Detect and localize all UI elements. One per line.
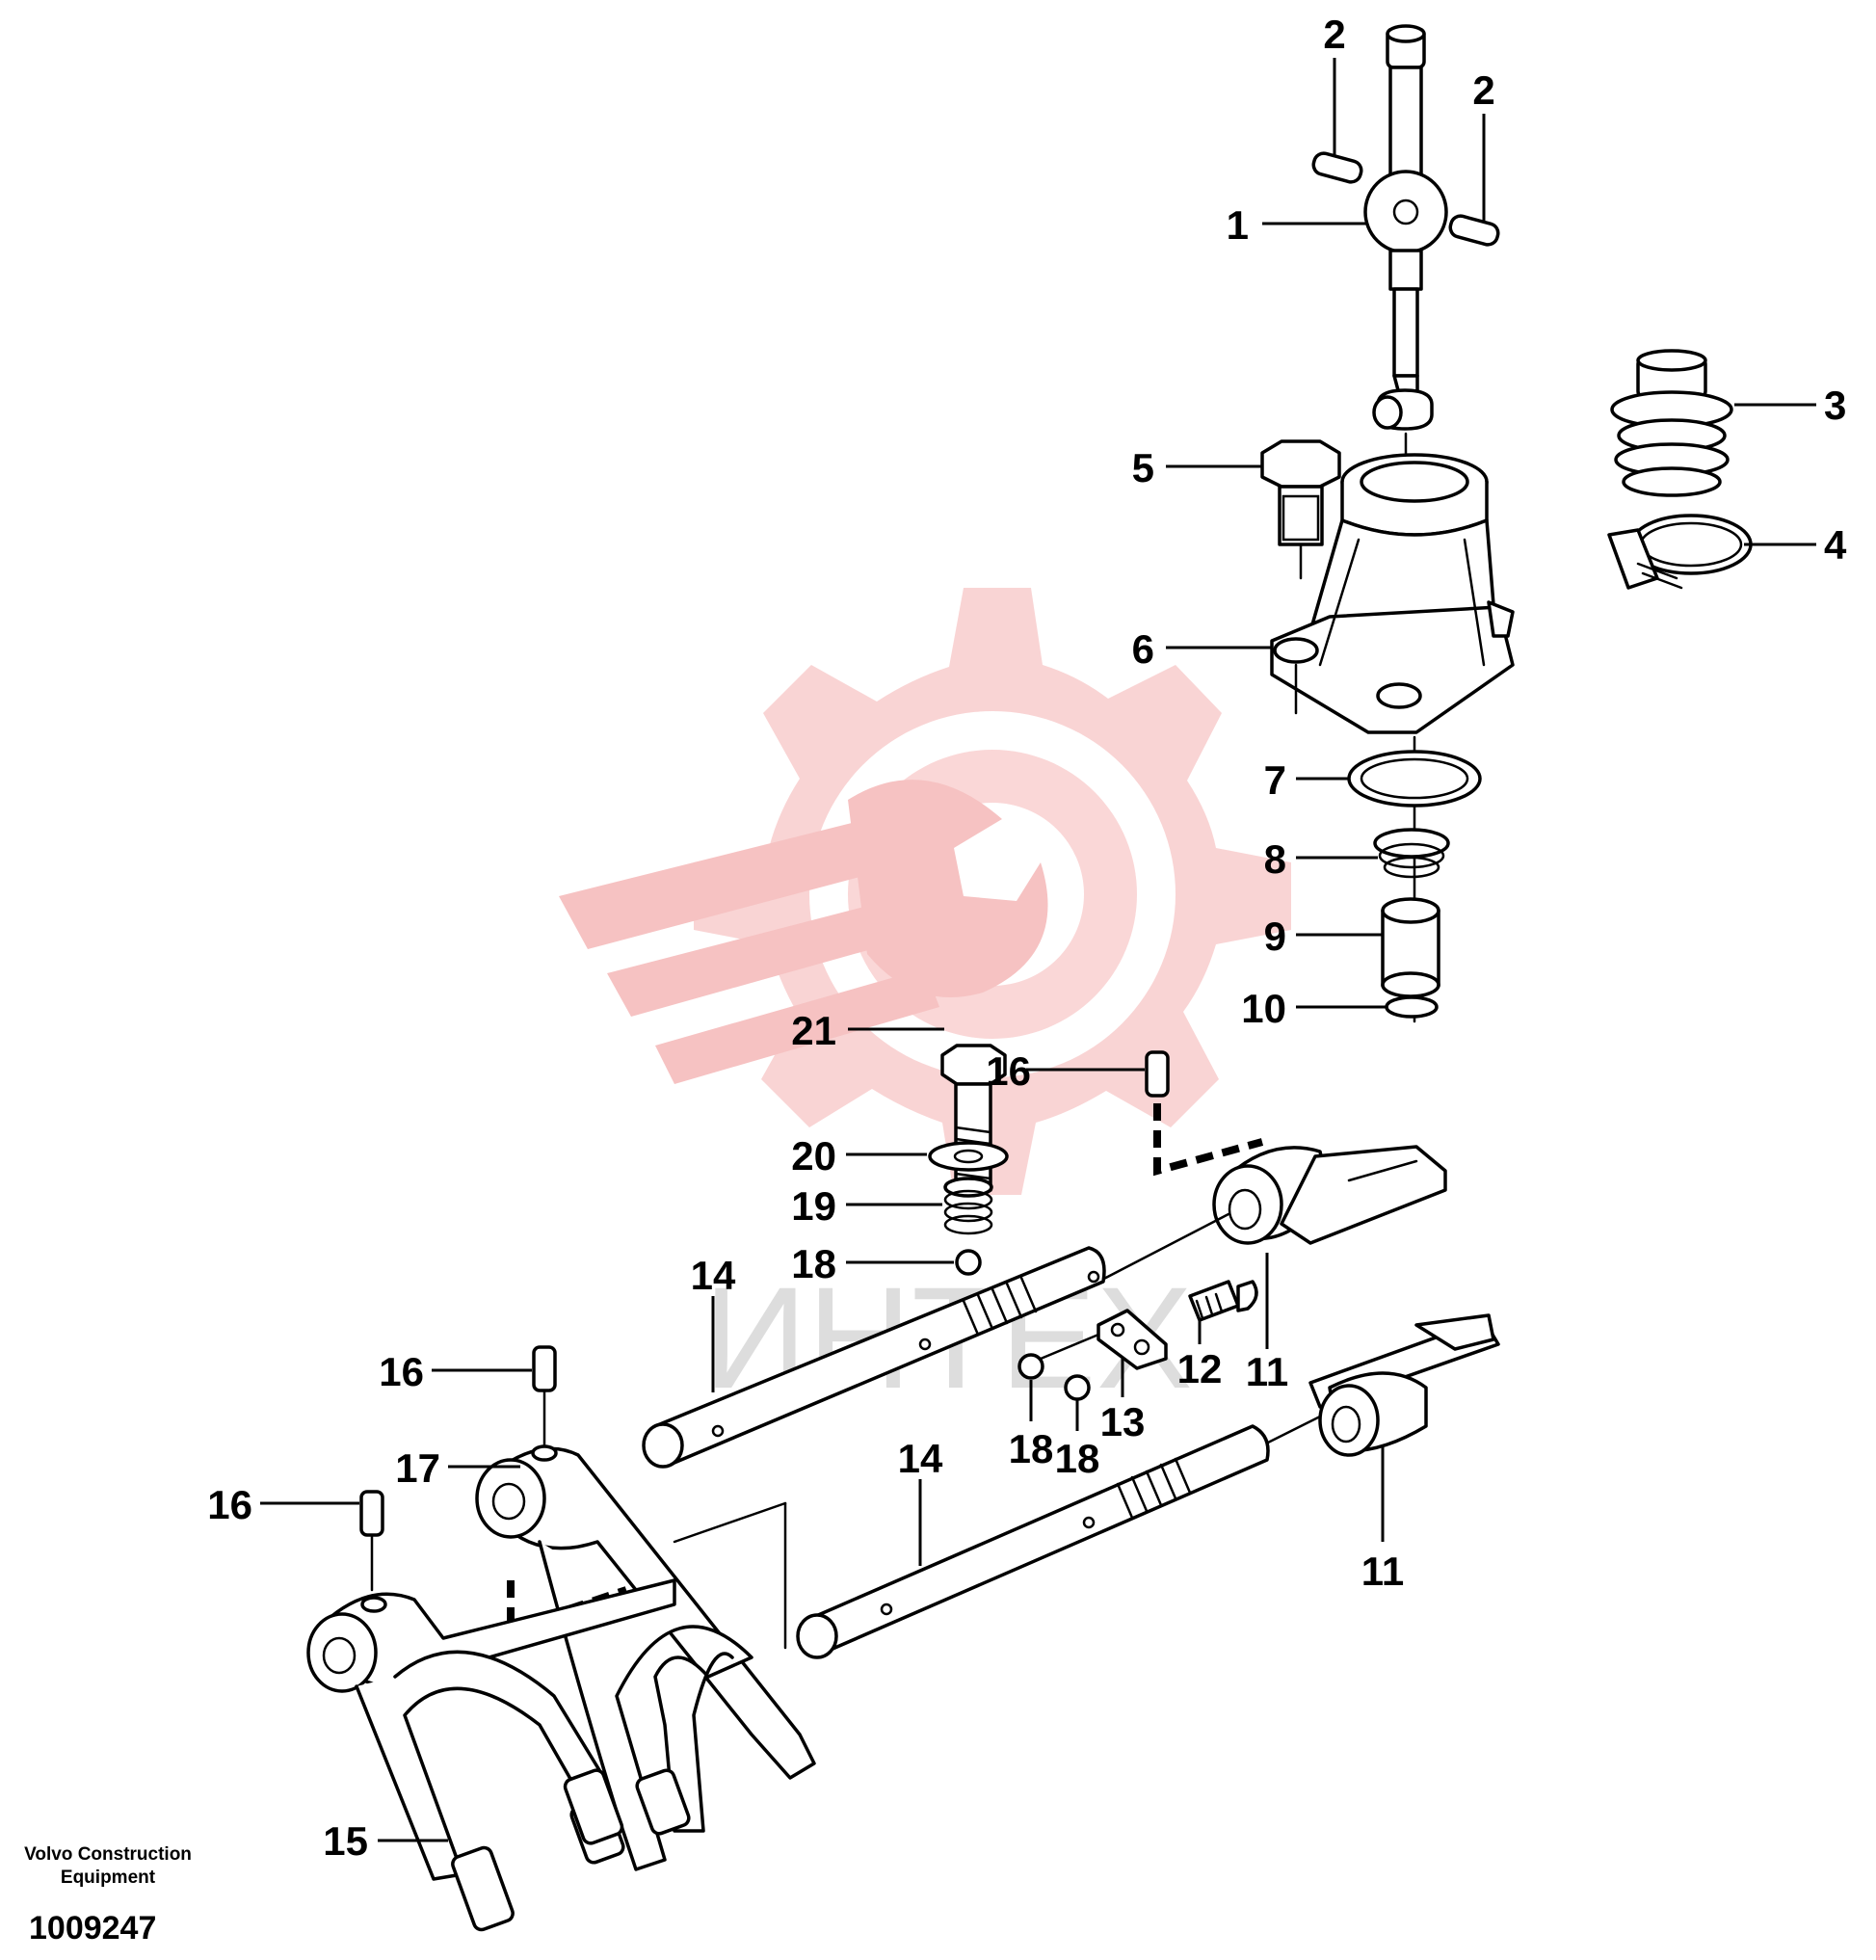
bolt-part-5: [1260, 439, 1341, 546]
assembly-line-fork-top: [1097, 1212, 1230, 1284]
ball-part-18-middle: [1017, 1353, 1044, 1380]
callout-5: 5: [1132, 445, 1154, 490]
lever-pin-part-2-right: [1448, 214, 1500, 247]
rubber-boot-part-3: [1610, 349, 1733, 497]
spring-part-19: [943, 1177, 993, 1235]
callout-18-top: 18: [791, 1241, 836, 1286]
ball-part-18-right: [1064, 1374, 1091, 1401]
shift-tower-housing-part-6: [1270, 453, 1515, 734]
shift-fork-part-11-bottom: [1308, 1313, 1500, 1457]
callout-18-middle: 18: [1009, 1426, 1054, 1471]
bolt-part-21: [940, 1044, 1007, 1192]
drawing-number: 1009247: [29, 1910, 156, 1947]
callout-13: 13: [1100, 1399, 1146, 1444]
lever-pin-part-2-left: [1311, 151, 1363, 184]
assembly-line-fork-bottom: [1260, 1415, 1322, 1447]
bushing-part-9: [1381, 897, 1440, 998]
callout-6: 6: [1132, 626, 1154, 672]
callout-19: 19: [791, 1183, 836, 1229]
o-ring-part-7: [1347, 750, 1482, 808]
shift-lever-part-1: [1363, 24, 1448, 431]
callout-16-left: 16: [207, 1482, 252, 1527]
dashed-link-bottom: [507, 1580, 628, 1634]
circlip-part-10: [1385, 995, 1439, 1019]
callout-20: 20: [791, 1133, 836, 1179]
callout-14-bottom: 14: [898, 1436, 943, 1481]
lock-plate-part-13: [1097, 1309, 1168, 1370]
callout-9: 9: [1264, 914, 1286, 959]
assembly-line-rod-2: [673, 1501, 787, 1544]
callout-4: 4: [1824, 522, 1847, 568]
callout-labels: 1 2 2 3 4 5 6 7 8 9 10 11 11 12 13 14 14…: [207, 12, 1847, 1864]
leader-lines: [260, 58, 1816, 1842]
manufacturer-line-1: Volvo Construction: [24, 1844, 192, 1865]
callout-16-top: 16: [986, 1048, 1031, 1094]
callout-12: 12: [1177, 1346, 1223, 1391]
callout-3: 3: [1824, 383, 1846, 428]
washer-part-20: [928, 1141, 1009, 1172]
hose-clamp-part-4: [1607, 514, 1753, 590]
pin-part-16-top: [1145, 1050, 1170, 1098]
callout-2-right: 2: [1472, 67, 1494, 113]
callout-7: 7: [1264, 757, 1286, 803]
callout-14-top: 14: [691, 1253, 736, 1298]
callout-17: 17: [395, 1445, 440, 1491]
callout-11-bottom: 11: [1361, 1549, 1404, 1594]
spring-part-8: [1373, 828, 1450, 879]
shift-fork-part-15: [306, 1578, 676, 1932]
ball-part-18-top: [955, 1249, 982, 1276]
shift-fork-part-11-top: [1212, 1145, 1447, 1245]
drawing-caption: Volvo Construction Equipment 1009247: [24, 1844, 192, 1947]
callout-11-top: 11: [1246, 1349, 1288, 1394]
pin-part-16-middle: [532, 1345, 557, 1392]
callout-10: 10: [1241, 986, 1286, 1031]
callout-15: 15: [323, 1818, 368, 1864]
callout-18-right: 18: [1055, 1436, 1100, 1481]
callout-8: 8: [1264, 836, 1286, 882]
callout-21: 21: [791, 1008, 836, 1053]
manufacturer-line-2: Equipment: [61, 1867, 156, 1888]
callout-1: 1: [1227, 202, 1249, 248]
shift-rod-part-14-top: [642, 1246, 1106, 1469]
shift-rod-part-14-bottom: [796, 1424, 1270, 1659]
callout-2-left: 2: [1323, 12, 1345, 57]
assembly-line-plate: [1039, 1333, 1100, 1361]
callout-16-middle: 16: [379, 1349, 424, 1394]
watermark-wrench-icon: [559, 780, 1048, 1084]
dashed-link-top: [1153, 1103, 1264, 1177]
pin-part-16-left: [359, 1490, 384, 1537]
bolt-part-12: [1188, 1280, 1258, 1322]
